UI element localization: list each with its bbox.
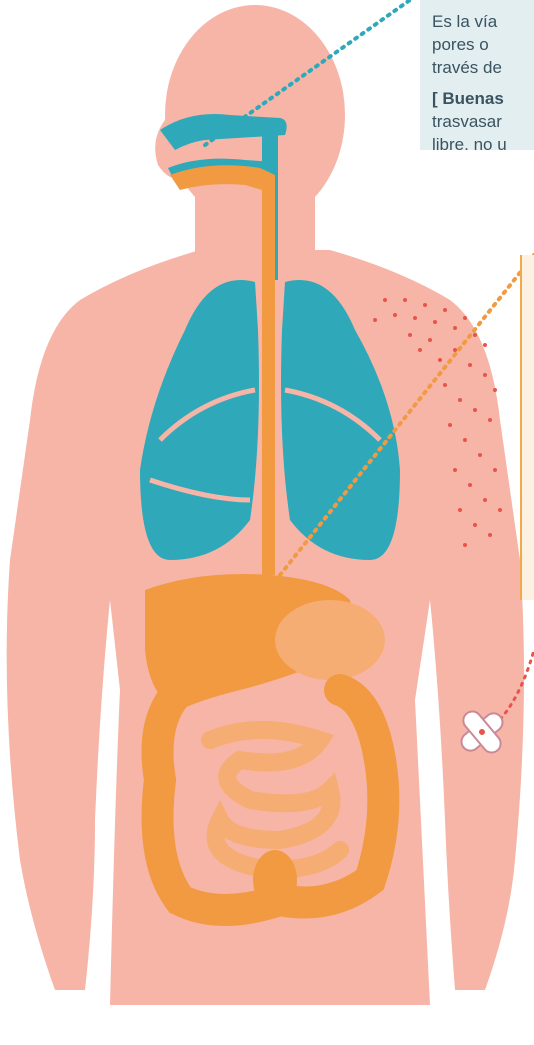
info-line-1: Es la vía	[432, 10, 534, 33]
info-bold-line: [ Buenas	[432, 87, 534, 110]
info-line-4: trasvasar	[432, 110, 534, 133]
info-line-3: través de	[432, 56, 534, 79]
info-line-2: pores o	[432, 33, 534, 56]
respiratory-info-box: Es la vía pores o través de [ Buenas tra…	[420, 0, 534, 150]
info-line-5: libre, no u	[432, 133, 534, 150]
digestive-info-box	[520, 255, 534, 600]
